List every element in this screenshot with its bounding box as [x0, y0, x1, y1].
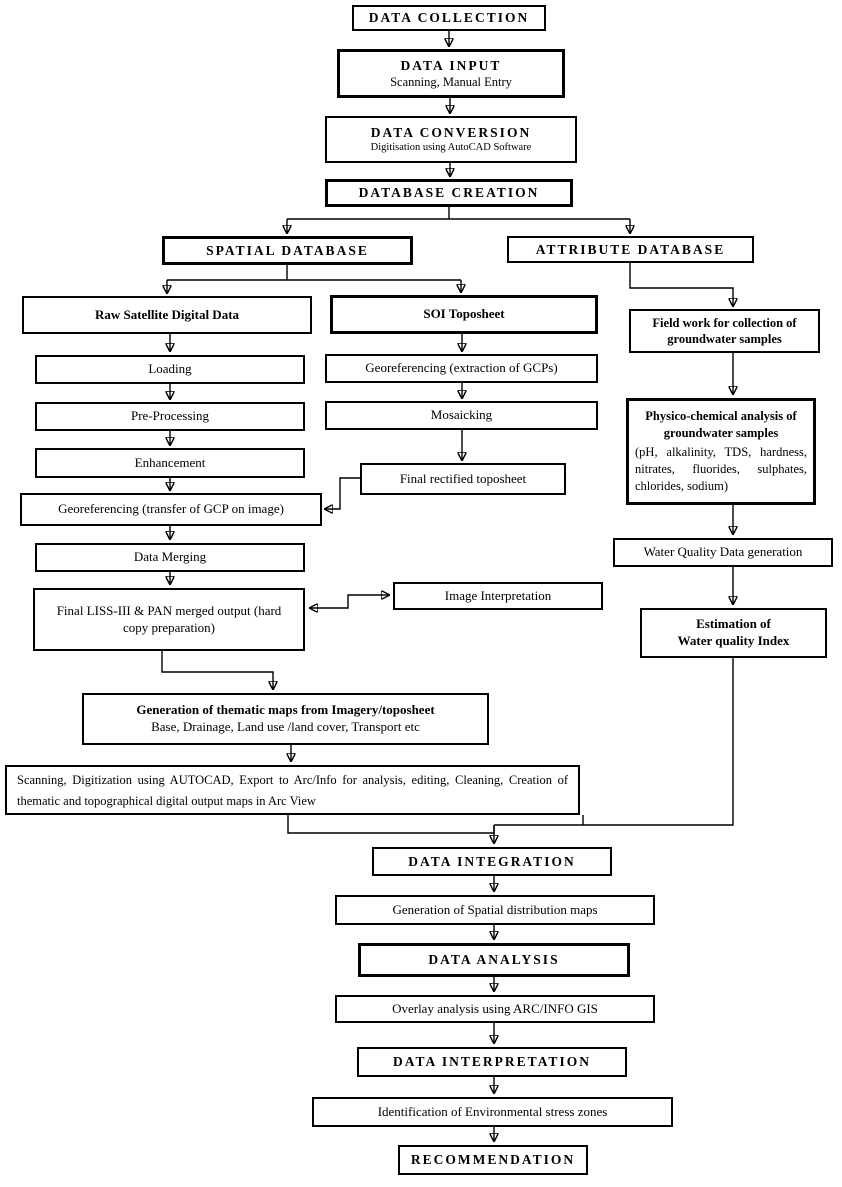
node-sublabel: Digitisation using AutoCAD Software — [370, 142, 532, 154]
node-label: Enhancement — [134, 454, 206, 470]
node-data-interpretation: DATA INTERPRETATION — [357, 1047, 627, 1077]
node-field-work: Field work for collection of groundwater… — [629, 309, 820, 353]
node-label: Loading — [148, 361, 192, 377]
node-label: Data Merging — [133, 549, 207, 565]
node-scanning-digitization: Scanning, Digitization using AUTOCAD, Ex… — [5, 765, 580, 815]
node-estimation-wqi: Estimation of Water quality Index — [640, 608, 827, 658]
node-label: RECOMMENDATION — [410, 1152, 576, 1168]
node-data-merging: Data Merging — [35, 543, 305, 572]
node-attribute-database: ATTRIBUTE DATABASE — [507, 236, 754, 263]
node-soi-toposheet: SOI Toposheet — [330, 295, 598, 334]
edge-liss-imageinterp — [311, 595, 388, 608]
node-label: Scanning, Digitization using AUTOCAD, Ex… — [17, 773, 568, 808]
node-label: Final LISS-III & PAN merged output (hard… — [56, 602, 282, 635]
node-label: Generation of thematic maps from Imagery… — [136, 702, 435, 718]
node-label: Overlay analysis using ARC/INFO GIS — [392, 1000, 598, 1016]
node-label: Water Quality Data generation — [643, 544, 803, 560]
node-data-collection: DATA COLLECTION — [352, 5, 546, 31]
node-label: Field work for collection of groundwater… — [652, 315, 797, 346]
node-recommendation: RECOMMENDATION — [398, 1145, 588, 1175]
node-identification-stress-zones: Identification of Environmental stress z… — [312, 1097, 673, 1127]
node-label: Image Interpretation — [444, 587, 552, 603]
edge-estimation-junction — [494, 658, 734, 826]
node-pre-processing: Pre-Processing — [35, 402, 305, 431]
node-label: SOI Toposheet — [423, 306, 505, 322]
node-sublabel: Base, Drainage, Land use /land cover, Tr… — [151, 719, 420, 734]
node-data-conversion: DATA CONVERSION Digitisation using AutoC… — [325, 116, 577, 163]
node-final-liss-pan-output: Final LISS-III & PAN merged output (hard… — [33, 588, 305, 651]
node-generation-spatial-maps: Generation of Spatial distribution maps — [335, 895, 655, 925]
node-label: Final rectified toposheet — [399, 470, 527, 486]
node-generation-thematic-maps: Generation of thematic maps from Imagery… — [82, 693, 489, 745]
node-data-analysis: DATA ANALYSIS — [358, 943, 630, 977]
node-label: ATTRIBUTE DATABASE — [535, 241, 726, 257]
node-label: DATA ANALYSIS — [428, 952, 560, 968]
node-label: DATA INPUT — [400, 57, 502, 73]
node-spatial-database: SPATIAL DATABASE — [162, 236, 413, 265]
node-image-interpretation: Image Interpretation — [393, 582, 603, 610]
node-label: Pre-Processing — [131, 408, 209, 424]
node-physico-chemical-analysis: Physico-chemical analysis of groundwater… — [626, 398, 816, 505]
node-label: Mosaicking — [430, 407, 493, 423]
node-label: DATA CONVERSION — [370, 124, 532, 140]
node-mosaicking: Mosaicking — [325, 401, 598, 430]
node-label: Generation of Spatial distribution maps — [392, 901, 598, 917]
node-label: Georeferencing (extraction of GCPs) — [365, 360, 558, 376]
edge-creation-split — [287, 207, 630, 220]
node-enhancement: Enhancement — [35, 448, 305, 478]
node-georeferencing-extraction: Georeferencing (extraction of GCPs) — [325, 354, 598, 383]
edge-liss-generation — [161, 651, 273, 688]
node-water-quality-generation: Water Quality Data generation — [613, 538, 833, 567]
node-label: DATA INTEGRATION — [408, 853, 576, 869]
node-label: Physico-chemical analysis of groundwater… — [645, 409, 797, 440]
node-data-integration: DATA INTEGRATION — [372, 847, 612, 876]
node-label: Georeferencing (transfer of GCP on image… — [58, 501, 284, 517]
node-georeferencing-transfer: Georeferencing (transfer of GCP on image… — [20, 493, 322, 526]
node-sublabel: Scanning, Manual Entry — [390, 75, 512, 90]
node-sublabel: (pH, alkalinity, TDS, hardness, nitrates… — [635, 444, 807, 493]
node-label: Raw Satellite Digital Data — [94, 306, 240, 322]
edge-attribute-fieldwork — [629, 263, 733, 305]
node-overlay-analysis: Overlay analysis using ARC/INFO GIS — [335, 995, 655, 1023]
edge-spatial-split — [167, 265, 461, 281]
node-database-creation: DATABASE CREATION — [325, 179, 573, 207]
node-loading: Loading — [35, 355, 305, 384]
node-label-line2: Water quality Index — [677, 633, 790, 648]
edge-finaltopo-geotransfer — [326, 477, 360, 509]
node-label: DATA COLLECTION — [368, 10, 530, 26]
node-raw-satellite-data: Raw Satellite Digital Data — [22, 296, 312, 334]
node-label-line1: Estimation of — [696, 616, 771, 632]
node-label: Identification of Environmental stress z… — [377, 1103, 608, 1119]
edge-scanning-junction — [287, 815, 495, 834]
node-label: DATA INTERPRETATION — [393, 1054, 591, 1070]
node-final-rectified-toposheet: Final rectified toposheet — [360, 463, 566, 495]
node-data-input: DATA INPUT Scanning, Manual Entry — [337, 49, 565, 98]
node-label: DATABASE CREATION — [358, 185, 540, 201]
node-label: SPATIAL DATABASE — [206, 242, 369, 258]
